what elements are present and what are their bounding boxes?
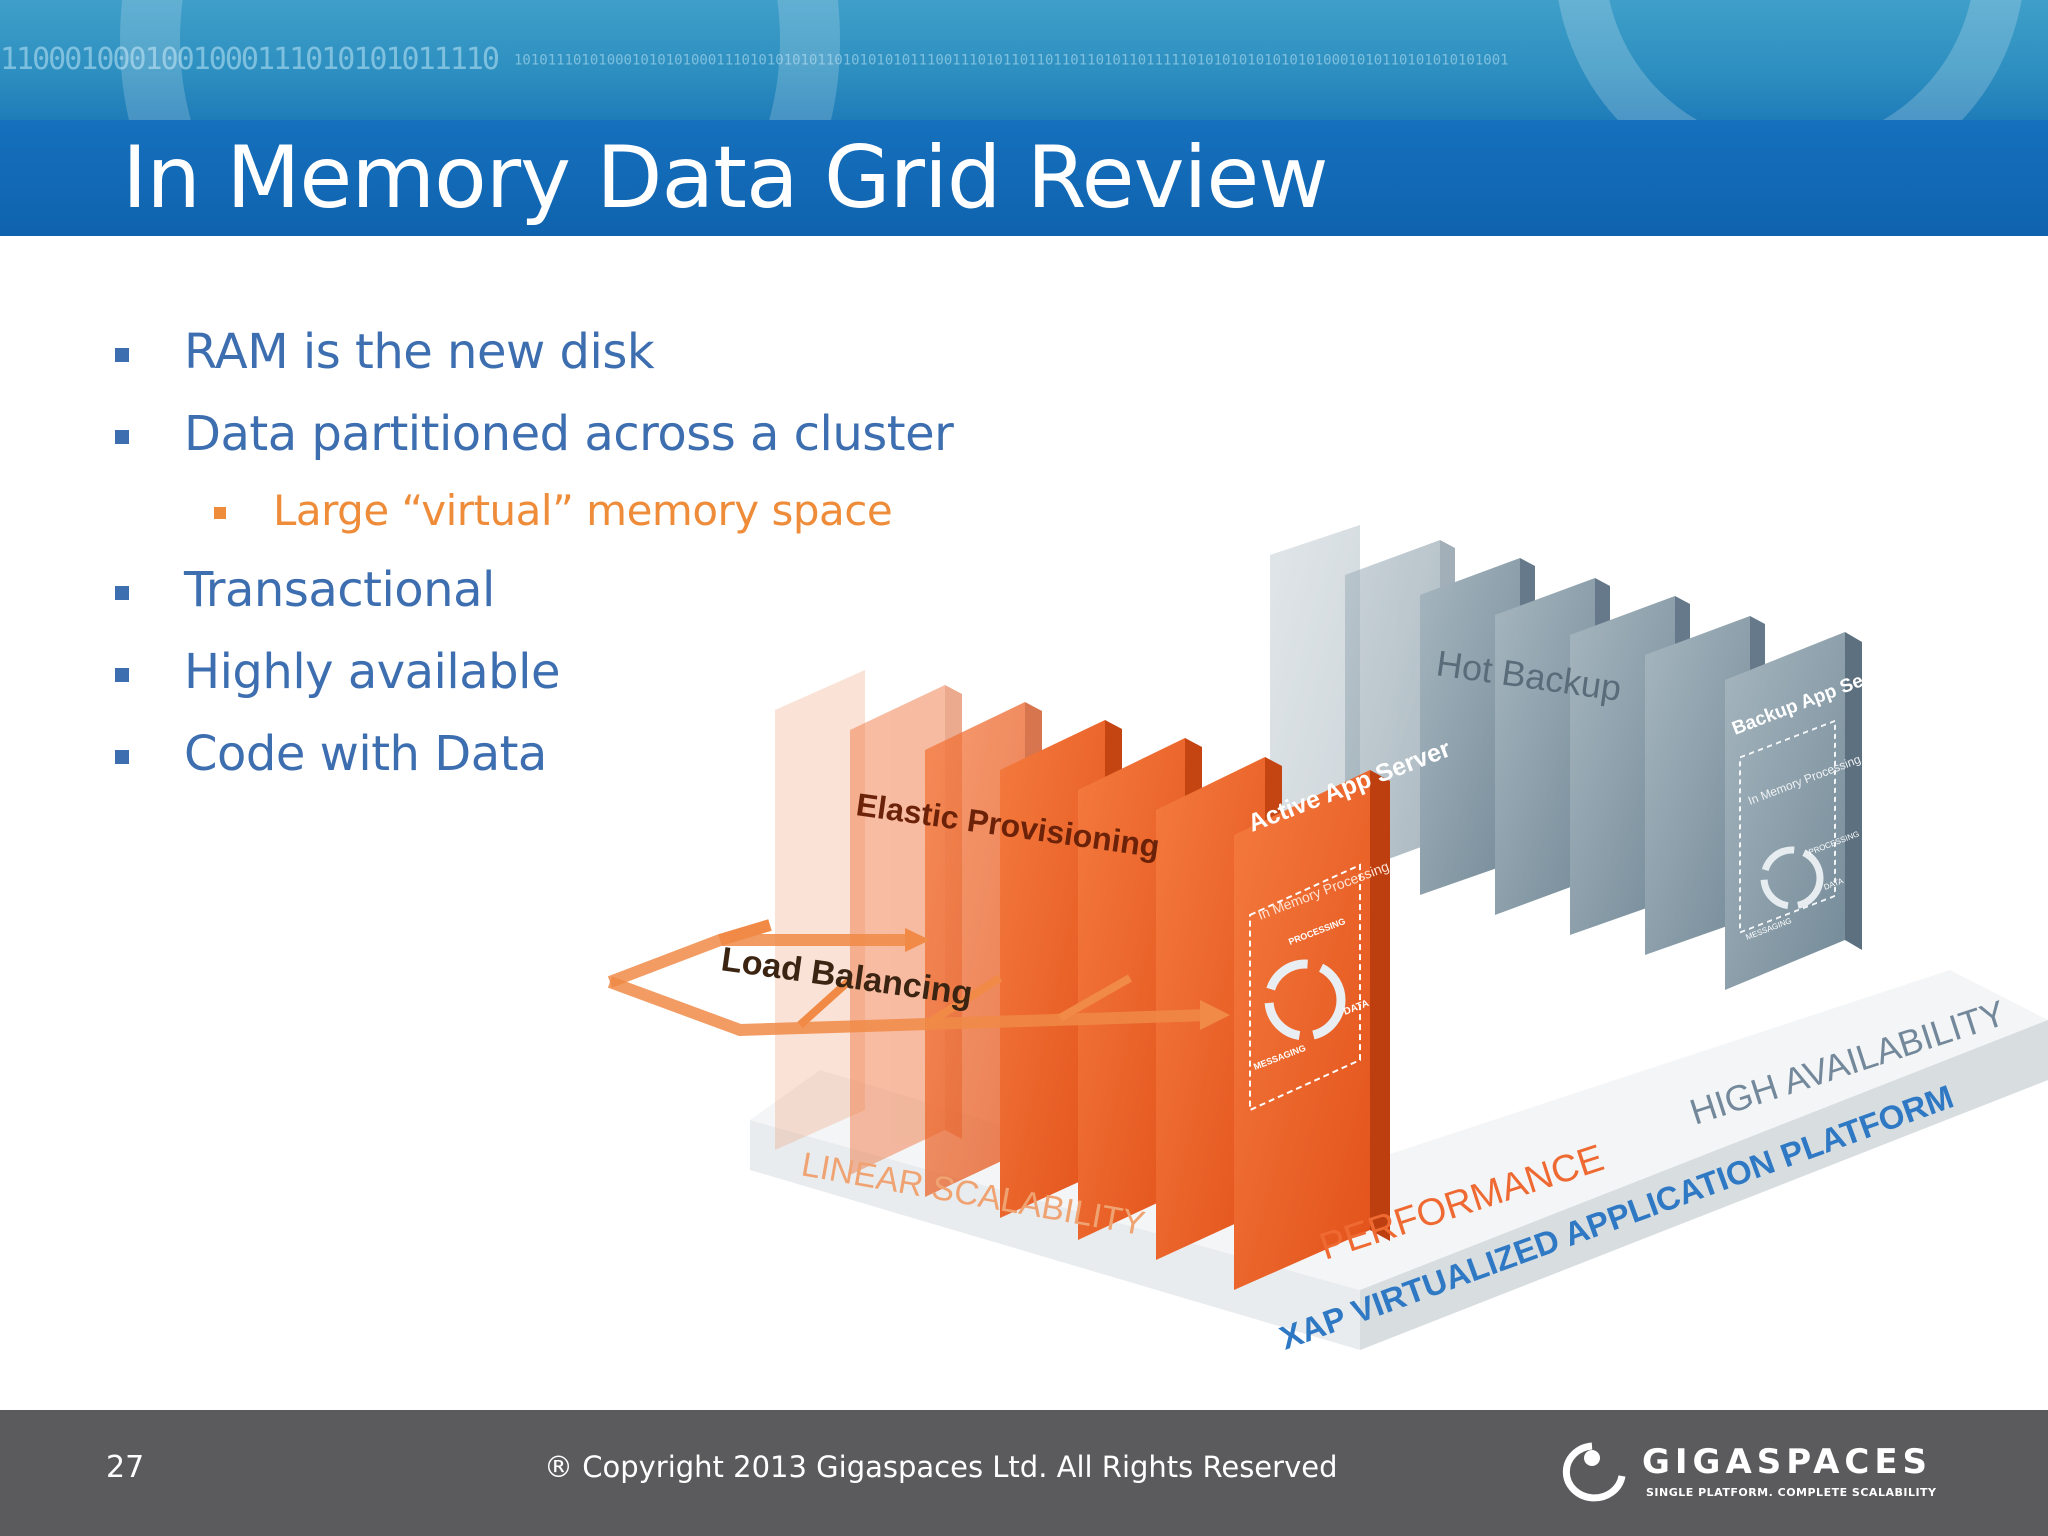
bullet-text: Data partitioned across a cluster — [184, 406, 954, 462]
bullet-square-icon — [115, 586, 129, 600]
sub-bullet-item: Large “virtual” memory space — [214, 486, 893, 535]
gigaspaces-logo: GIGASPACES SINGLE PLATFORM. COMPLETE SCA… — [1552, 1432, 1936, 1512]
binary-text: 1100010001001000111010101011110 — [0, 42, 500, 77]
backup-server-front: Backup App Server In Memory Processing M… — [1725, 632, 1900, 990]
bullet-text: Code with Data — [184, 726, 547, 782]
slide-title: In Memory Data Grid Review — [122, 128, 1329, 228]
bullet-item: Code with Data — [115, 726, 547, 782]
logo-name: GIGASPACES — [1642, 1442, 1933, 1482]
bullet-text: Transactional — [184, 562, 495, 618]
bullet-item: Transactional — [115, 562, 495, 618]
copyright-text: ® Copyright 2013 Gigaspaces Ltd. All Rig… — [544, 1450, 1338, 1484]
bullet-text: RAM is the new disk — [184, 324, 655, 380]
bullet-square-icon — [115, 348, 129, 362]
banner-arcs — [120, 0, 2022, 120]
bullet-text: Highly available — [184, 644, 560, 700]
bullet-item: RAM is the new disk — [115, 324, 655, 380]
header-banner: 1100010001001000111010101011110 10101110… — [0, 0, 2048, 120]
binary-text-small: 1010111010100010101010001110101010101101… — [513, 52, 1509, 69]
logo-swirl-icon — [1562, 1442, 1626, 1502]
bullet-square-icon — [115, 668, 129, 682]
footer-bar — [0, 1410, 2048, 1536]
bullet-square-icon — [115, 430, 129, 444]
title-bar — [0, 120, 2048, 236]
architecture-illustration: Backup App Server In Memory Processing M… — [607, 525, 2048, 1357]
bullet-text: Large “virtual” memory space — [273, 486, 893, 535]
logo-tagline: SINGLE PLATFORM. COMPLETE SCALABILITY — [1646, 1486, 1937, 1499]
backup-servers: Backup App Server In Memory Processing M… — [1270, 525, 1900, 990]
page-number: 27 — [106, 1450, 145, 1485]
base-platform — [750, 970, 2048, 1350]
bullet-square-icon — [214, 507, 226, 519]
binary-decoration: 1100010001001000111010101011110 10101110… — [0, 42, 2048, 82]
bullet-square-icon — [115, 750, 129, 764]
bullet-item: Highly available — [115, 644, 560, 700]
bullet-item: Data partitioned across a cluster — [115, 406, 954, 462]
